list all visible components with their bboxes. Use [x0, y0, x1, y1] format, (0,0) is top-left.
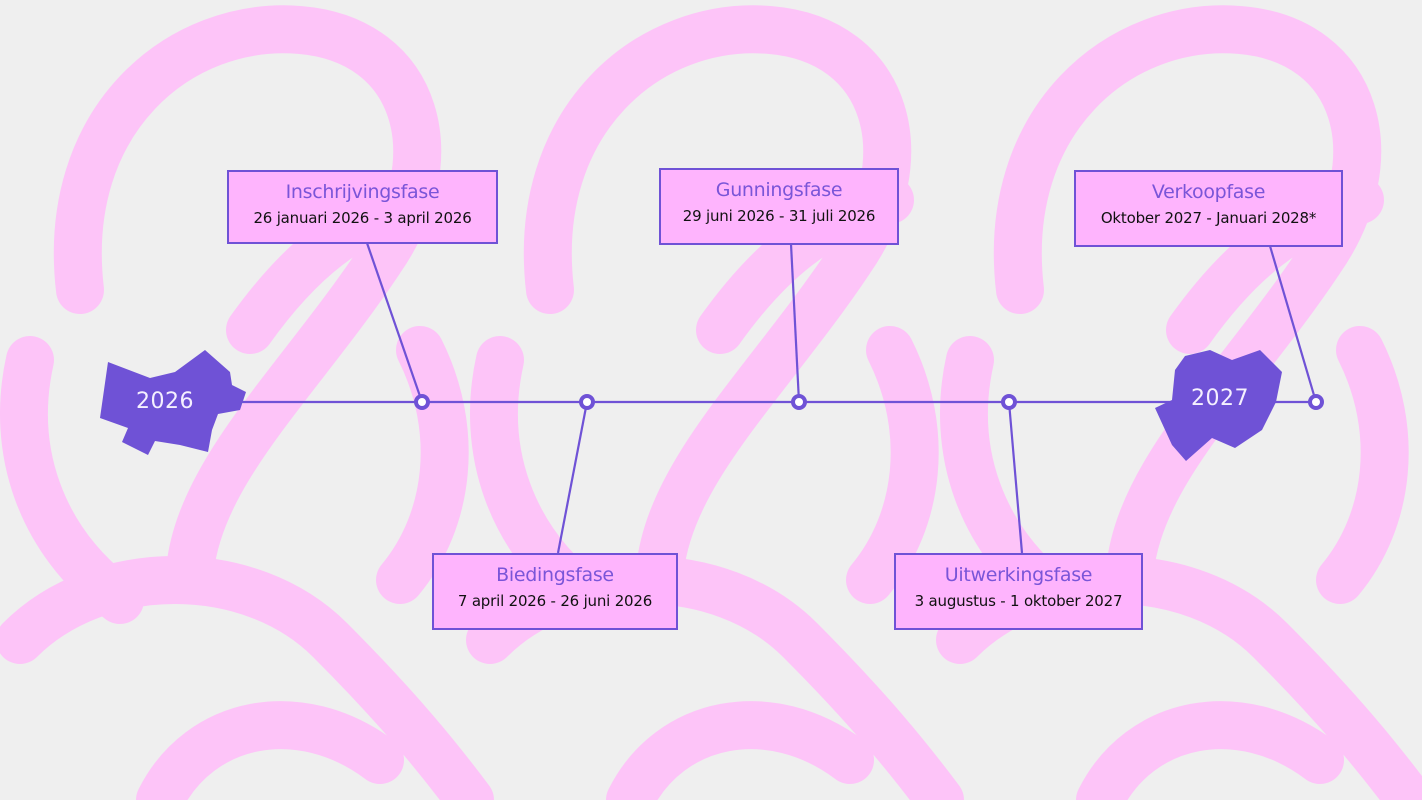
connector: [1007, 401, 1024, 554]
phase-box-uitwerking: Uitwerkingsfase 3 augustus - 1 oktober 2…: [894, 553, 1143, 630]
milestone-dot: [791, 394, 807, 410]
start-year-label: 2026: [136, 389, 194, 414]
connector: [556, 401, 589, 554]
milestone-dot: [414, 394, 430, 410]
phase-dates: 29 juni 2026 - 31 juli 2026: [682, 207, 876, 225]
milestone-dot: [579, 394, 595, 410]
phase-box-gunning: Gunningsfase 29 juni 2026 - 31 juli 2026: [659, 168, 899, 245]
phase-box-inschrijving: Inschrijvingsfase 26 januari 2026 - 3 ap…: [227, 170, 498, 244]
milestone-dot: [1001, 394, 1017, 410]
phase-title: Biedingsfase: [496, 564, 614, 586]
phase-title: Inschrijvingsfase: [285, 181, 440, 203]
phase-title: Gunningsfase: [715, 179, 843, 201]
connector: [1268, 245, 1318, 403]
phase-dates: 26 januari 2026 - 3 april 2026: [253, 209, 472, 227]
phase-dates: Oktober 2027 - Januari 2028*: [1100, 209, 1317, 227]
year-blob-2026: [100, 350, 246, 455]
phase-box-bieding: Biedingsfase 7 april 2026 - 26 juni 2026: [432, 553, 678, 630]
phase-box-verkoop: Verkoopfase Oktober 2027 - Januari 2028*: [1074, 170, 1343, 247]
connector: [789, 243, 801, 403]
phase-dates: 7 april 2026 - 26 juni 2026: [457, 592, 653, 610]
year-blob-2027: [1155, 350, 1282, 461]
phase-title: Uitwerkingsfase: [944, 564, 1093, 586]
phase-dates: 3 augustus - 1 oktober 2027: [914, 592, 1123, 610]
phase-title: Verkoopfase: [1151, 181, 1266, 203]
end-year-label: 2027: [1191, 386, 1249, 411]
connector: [365, 242, 424, 403]
milestone-dot: [1308, 394, 1324, 410]
